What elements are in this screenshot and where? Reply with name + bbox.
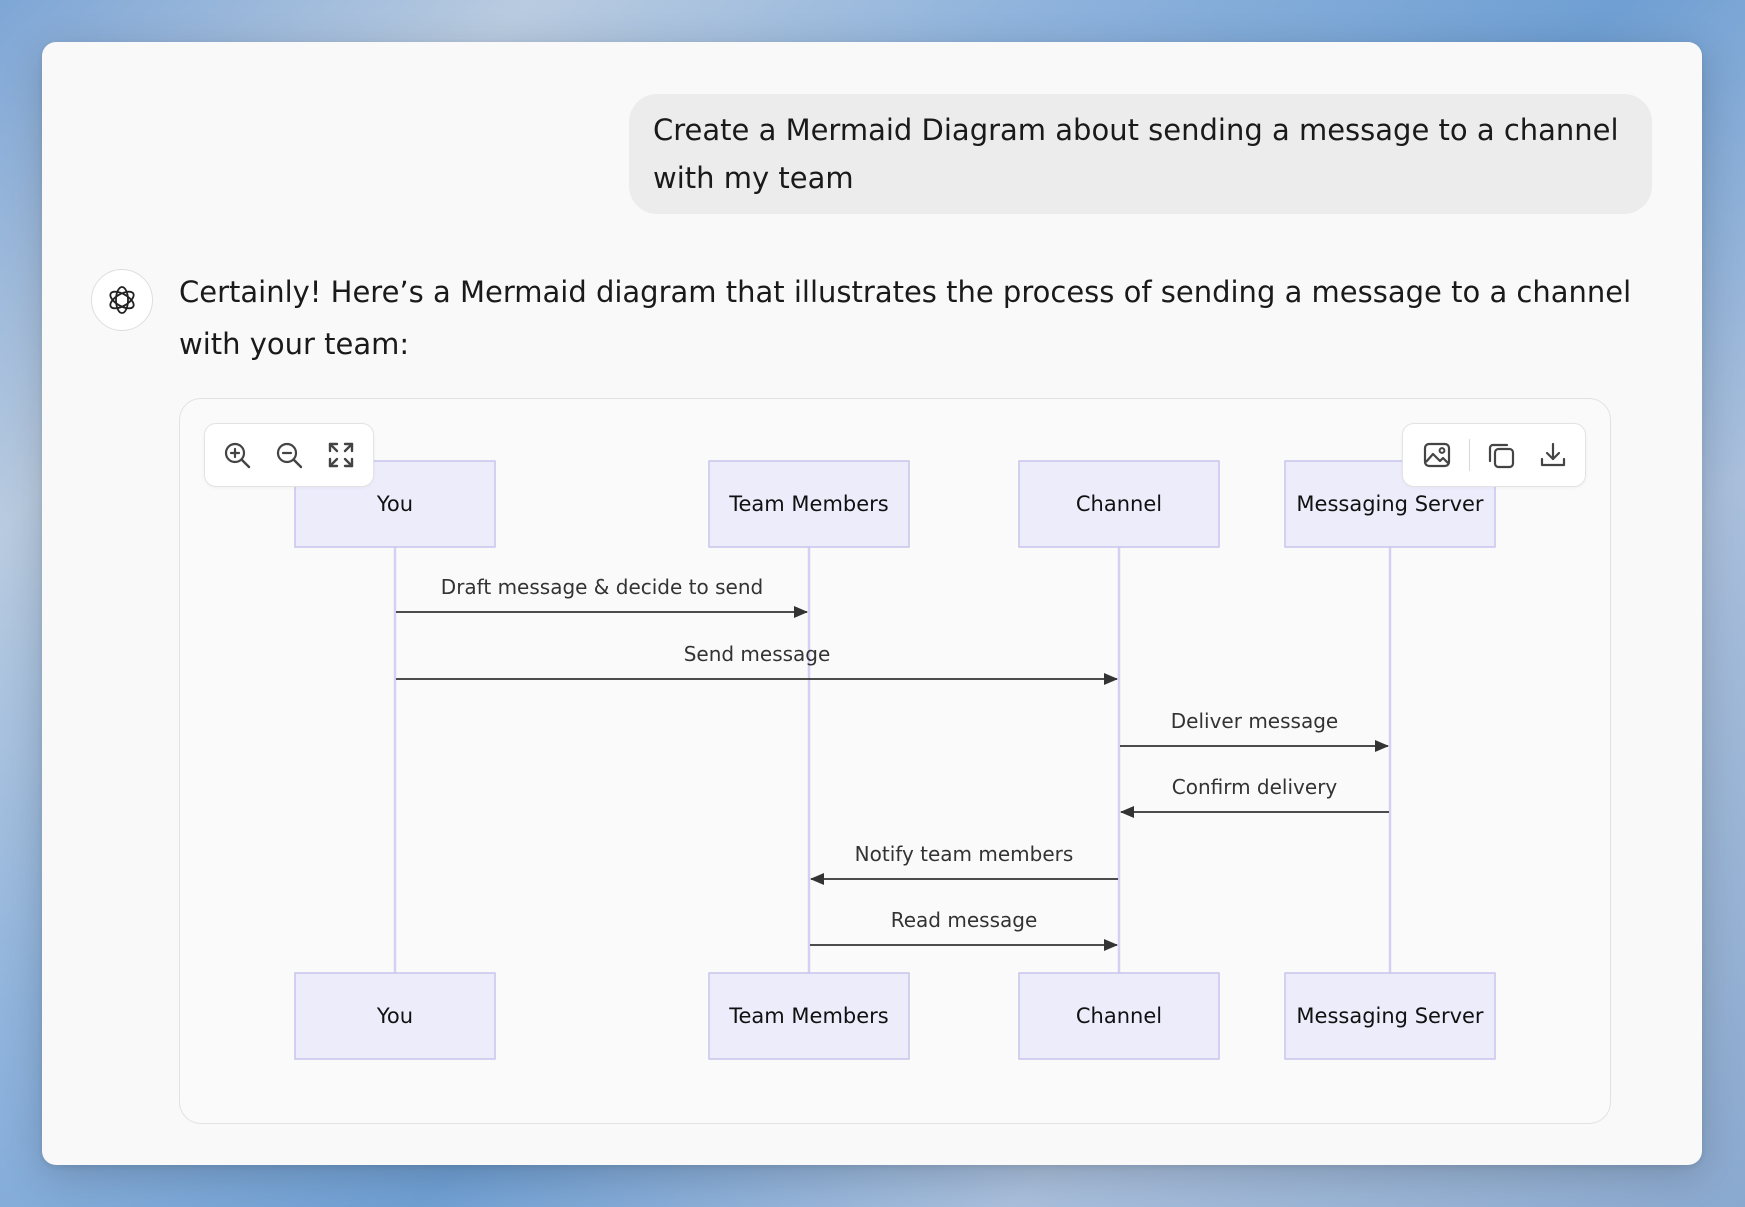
actor-box-top-0 xyxy=(294,460,496,548)
fit-screen-icon xyxy=(328,442,354,468)
actor-label-bottom-2: Channel xyxy=(1076,1004,1162,1028)
actor-box-bottom-1 xyxy=(708,972,910,1060)
download-button[interactable] xyxy=(1533,435,1573,475)
assistant-avatar xyxy=(91,269,153,331)
actor-label-top-0: You xyxy=(376,492,413,516)
actor-label-top-2: Channel xyxy=(1076,492,1162,516)
actor-box-bottom-2 xyxy=(1018,972,1220,1060)
chat-window: Create a Mermaid Diagram about sending a… xyxy=(42,42,1702,1165)
openai-logo-icon xyxy=(109,286,135,314)
zoom-in-button[interactable] xyxy=(217,435,257,475)
message-label-0: Draft message & decide to send xyxy=(441,575,763,599)
message-label-3: Confirm delivery xyxy=(1172,775,1338,799)
zoom-in-icon xyxy=(224,442,251,469)
actor-label-bottom-1: Team Members xyxy=(728,1004,889,1028)
toolbar-divider xyxy=(1468,439,1470,471)
fit-screen-button[interactable] xyxy=(321,435,361,475)
actor-box-top-2 xyxy=(1018,460,1220,548)
actor-label-top-1: Team Members xyxy=(728,492,889,516)
actor-box-bottom-0 xyxy=(294,972,496,1060)
actor-box-bottom-3 xyxy=(1284,972,1496,1060)
message-label-1: Send message xyxy=(684,642,831,666)
copy-icon xyxy=(1489,443,1515,469)
actor-label-bottom-3: Messaging Server xyxy=(1296,1004,1484,1028)
export-image-button[interactable] xyxy=(1417,435,1457,475)
assistant-message-text: Certainly! Here’s a Mermaid diagram that… xyxy=(179,275,1632,361)
actor-box-top-1 xyxy=(708,460,910,548)
message-label-2: Deliver message xyxy=(1171,709,1338,733)
user-message-text: Create a Mermaid Diagram about sending a… xyxy=(653,113,1619,195)
zoom-toolbar xyxy=(204,423,374,487)
download-icon xyxy=(1541,442,1566,467)
copy-button[interactable] xyxy=(1482,435,1522,475)
zoom-out-icon xyxy=(276,442,303,469)
actor-label-bottom-0: You xyxy=(376,1004,413,1028)
message-label-4: Notify team members xyxy=(855,842,1074,866)
zoom-out-button[interactable] xyxy=(269,435,309,475)
actor-label-top-3: Messaging Server xyxy=(1296,492,1484,516)
message-label-5: Read message xyxy=(891,908,1038,932)
image-icon xyxy=(1423,442,1450,468)
user-message-bubble: Create a Mermaid Diagram about sending a… xyxy=(629,94,1652,214)
export-toolbar xyxy=(1402,423,1586,487)
